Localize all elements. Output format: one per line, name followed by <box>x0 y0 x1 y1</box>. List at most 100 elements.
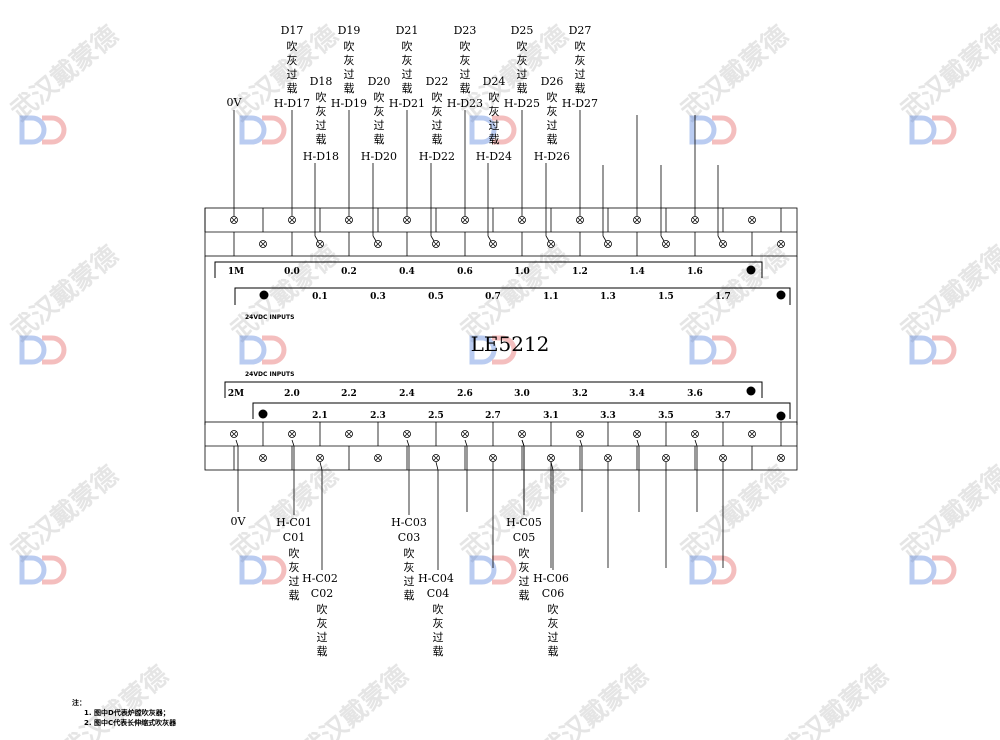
signal-desc: 吹 <box>489 91 500 104</box>
logo-d2 <box>492 555 517 585</box>
watermark: 武汉戴蒙德 <box>295 660 415 740</box>
channel-label: 1.7 <box>715 292 731 302</box>
notes: 注： 1. 图中D代表炉膛吹灰器； 2. 图中C代表长伸缩式吹灰器 <box>72 698 176 728</box>
channel-label: 1.5 <box>658 292 674 302</box>
watermark-logo-icon <box>689 335 737 365</box>
signal-desc: 灰 <box>489 104 500 118</box>
terminal-screw-icon <box>633 430 641 438</box>
signal-tag: H-C02 <box>302 572 338 585</box>
signal-desc: 载 <box>402 82 413 95</box>
watermark-logo-icon <box>239 115 287 145</box>
signal-code: D24 <box>483 75 506 88</box>
signal-desc: 载 <box>317 645 328 658</box>
wire-spare <box>717 235 722 242</box>
wire <box>487 235 492 242</box>
logo-d2 <box>712 335 737 365</box>
signal-desc: 灰 <box>317 616 328 630</box>
signal-code: D25 <box>511 24 534 37</box>
indicator-dot <box>776 411 786 421</box>
terminal-screw-icon <box>691 216 699 224</box>
signal-tag: H-D20 <box>361 150 397 163</box>
signal-desc: 灰 <box>575 53 586 67</box>
terminal-screw-icon <box>748 430 756 438</box>
signal-desc: 过 <box>575 68 586 81</box>
terminal-cross <box>490 455 496 461</box>
terminal-cross <box>692 431 698 437</box>
terminal-screw-icon <box>345 430 353 438</box>
indicator-dot <box>258 409 268 419</box>
signal-tag: H-D23 <box>447 97 483 110</box>
channel-label: 2.7 <box>485 411 501 421</box>
channel-label: 1.1 <box>543 292 559 302</box>
terminal-screw-icon <box>230 430 238 438</box>
signal-desc: 过 <box>433 631 444 644</box>
signal-desc: 过 <box>344 68 355 81</box>
signal-desc: 过 <box>547 119 558 132</box>
watermark-logo-icon <box>909 335 957 365</box>
terminal-cross <box>260 241 266 247</box>
watermark: 武汉戴蒙德 <box>5 240 125 347</box>
signal-desc: 载 <box>547 133 558 146</box>
terminal-screw-icon <box>662 454 670 462</box>
terminal-screw-icon <box>719 454 727 462</box>
watermark: 武汉戴蒙德 <box>675 460 795 567</box>
wire-spare <box>602 235 607 242</box>
terminal-screw-icon <box>777 454 785 462</box>
signal-desc: 吹 <box>289 547 300 560</box>
terminal-cross <box>231 431 237 437</box>
channel-label: 0.7 <box>485 292 501 302</box>
logo-d2 <box>492 115 517 145</box>
logo-d2 <box>42 115 67 145</box>
channel-label: 2.1 <box>312 411 328 421</box>
signal-desc: 灰 <box>316 104 327 118</box>
terminal-screw-icon <box>662 240 670 248</box>
watermark-logo-icon <box>19 555 67 585</box>
signal-desc: 过 <box>548 631 559 644</box>
channel-label: 2M <box>228 389 244 399</box>
signal-desc: 灰 <box>517 53 528 67</box>
logo-d2 <box>262 115 287 145</box>
wire-spare <box>464 439 468 447</box>
indicator-dot <box>776 290 786 300</box>
terminal-screw-icon <box>288 430 296 438</box>
terminal-cross <box>490 241 496 247</box>
wire <box>372 235 377 242</box>
signal-desc: 过 <box>316 119 327 132</box>
terminal-screw-icon <box>719 240 727 248</box>
signal-desc: 灰 <box>344 53 355 67</box>
signal-tag: H-D27 <box>562 97 598 110</box>
watermark-logo-icon <box>689 115 737 145</box>
signal-code: D27 <box>569 24 592 37</box>
logo-d2 <box>712 115 737 145</box>
terminal-screw-icon <box>403 430 411 438</box>
terminal-screw-icon <box>461 216 469 224</box>
channel-label: 3.3 <box>600 411 616 421</box>
signal-desc: 过 <box>317 631 328 644</box>
terminal-cross <box>605 455 611 461</box>
terminal-cross <box>289 217 295 223</box>
signal-desc: 过 <box>374 119 385 132</box>
wire-spare <box>694 439 698 447</box>
logo-d <box>909 335 937 365</box>
wire <box>235 439 239 447</box>
terminal-screw-icon <box>345 216 353 224</box>
signal-desc: 载 <box>517 82 528 95</box>
terminal-screw-icon <box>604 454 612 462</box>
terminal-cross <box>519 431 525 437</box>
signal-desc: 过 <box>404 575 415 588</box>
signal-tag: H-D25 <box>504 97 540 110</box>
logo-d <box>19 555 47 585</box>
channel-label: 3.6 <box>687 389 703 399</box>
logo-d <box>469 115 497 145</box>
terminal-screw-icon <box>604 240 612 248</box>
terminal-screw-icon <box>777 240 785 248</box>
channel-label: 0.1 <box>312 292 328 302</box>
inputs-label: 24VDC INPUTS <box>245 314 294 321</box>
terminal-cross <box>346 431 352 437</box>
signal-code: C03 <box>398 531 420 544</box>
terminal-screw-icon <box>288 216 296 224</box>
channel-label: 1.2 <box>572 267 588 277</box>
logo-d2 <box>932 555 957 585</box>
note-item: 2. 图中C代表长伸缩式吹灰器 <box>84 719 177 727</box>
signal-desc: 吹 <box>344 40 355 53</box>
